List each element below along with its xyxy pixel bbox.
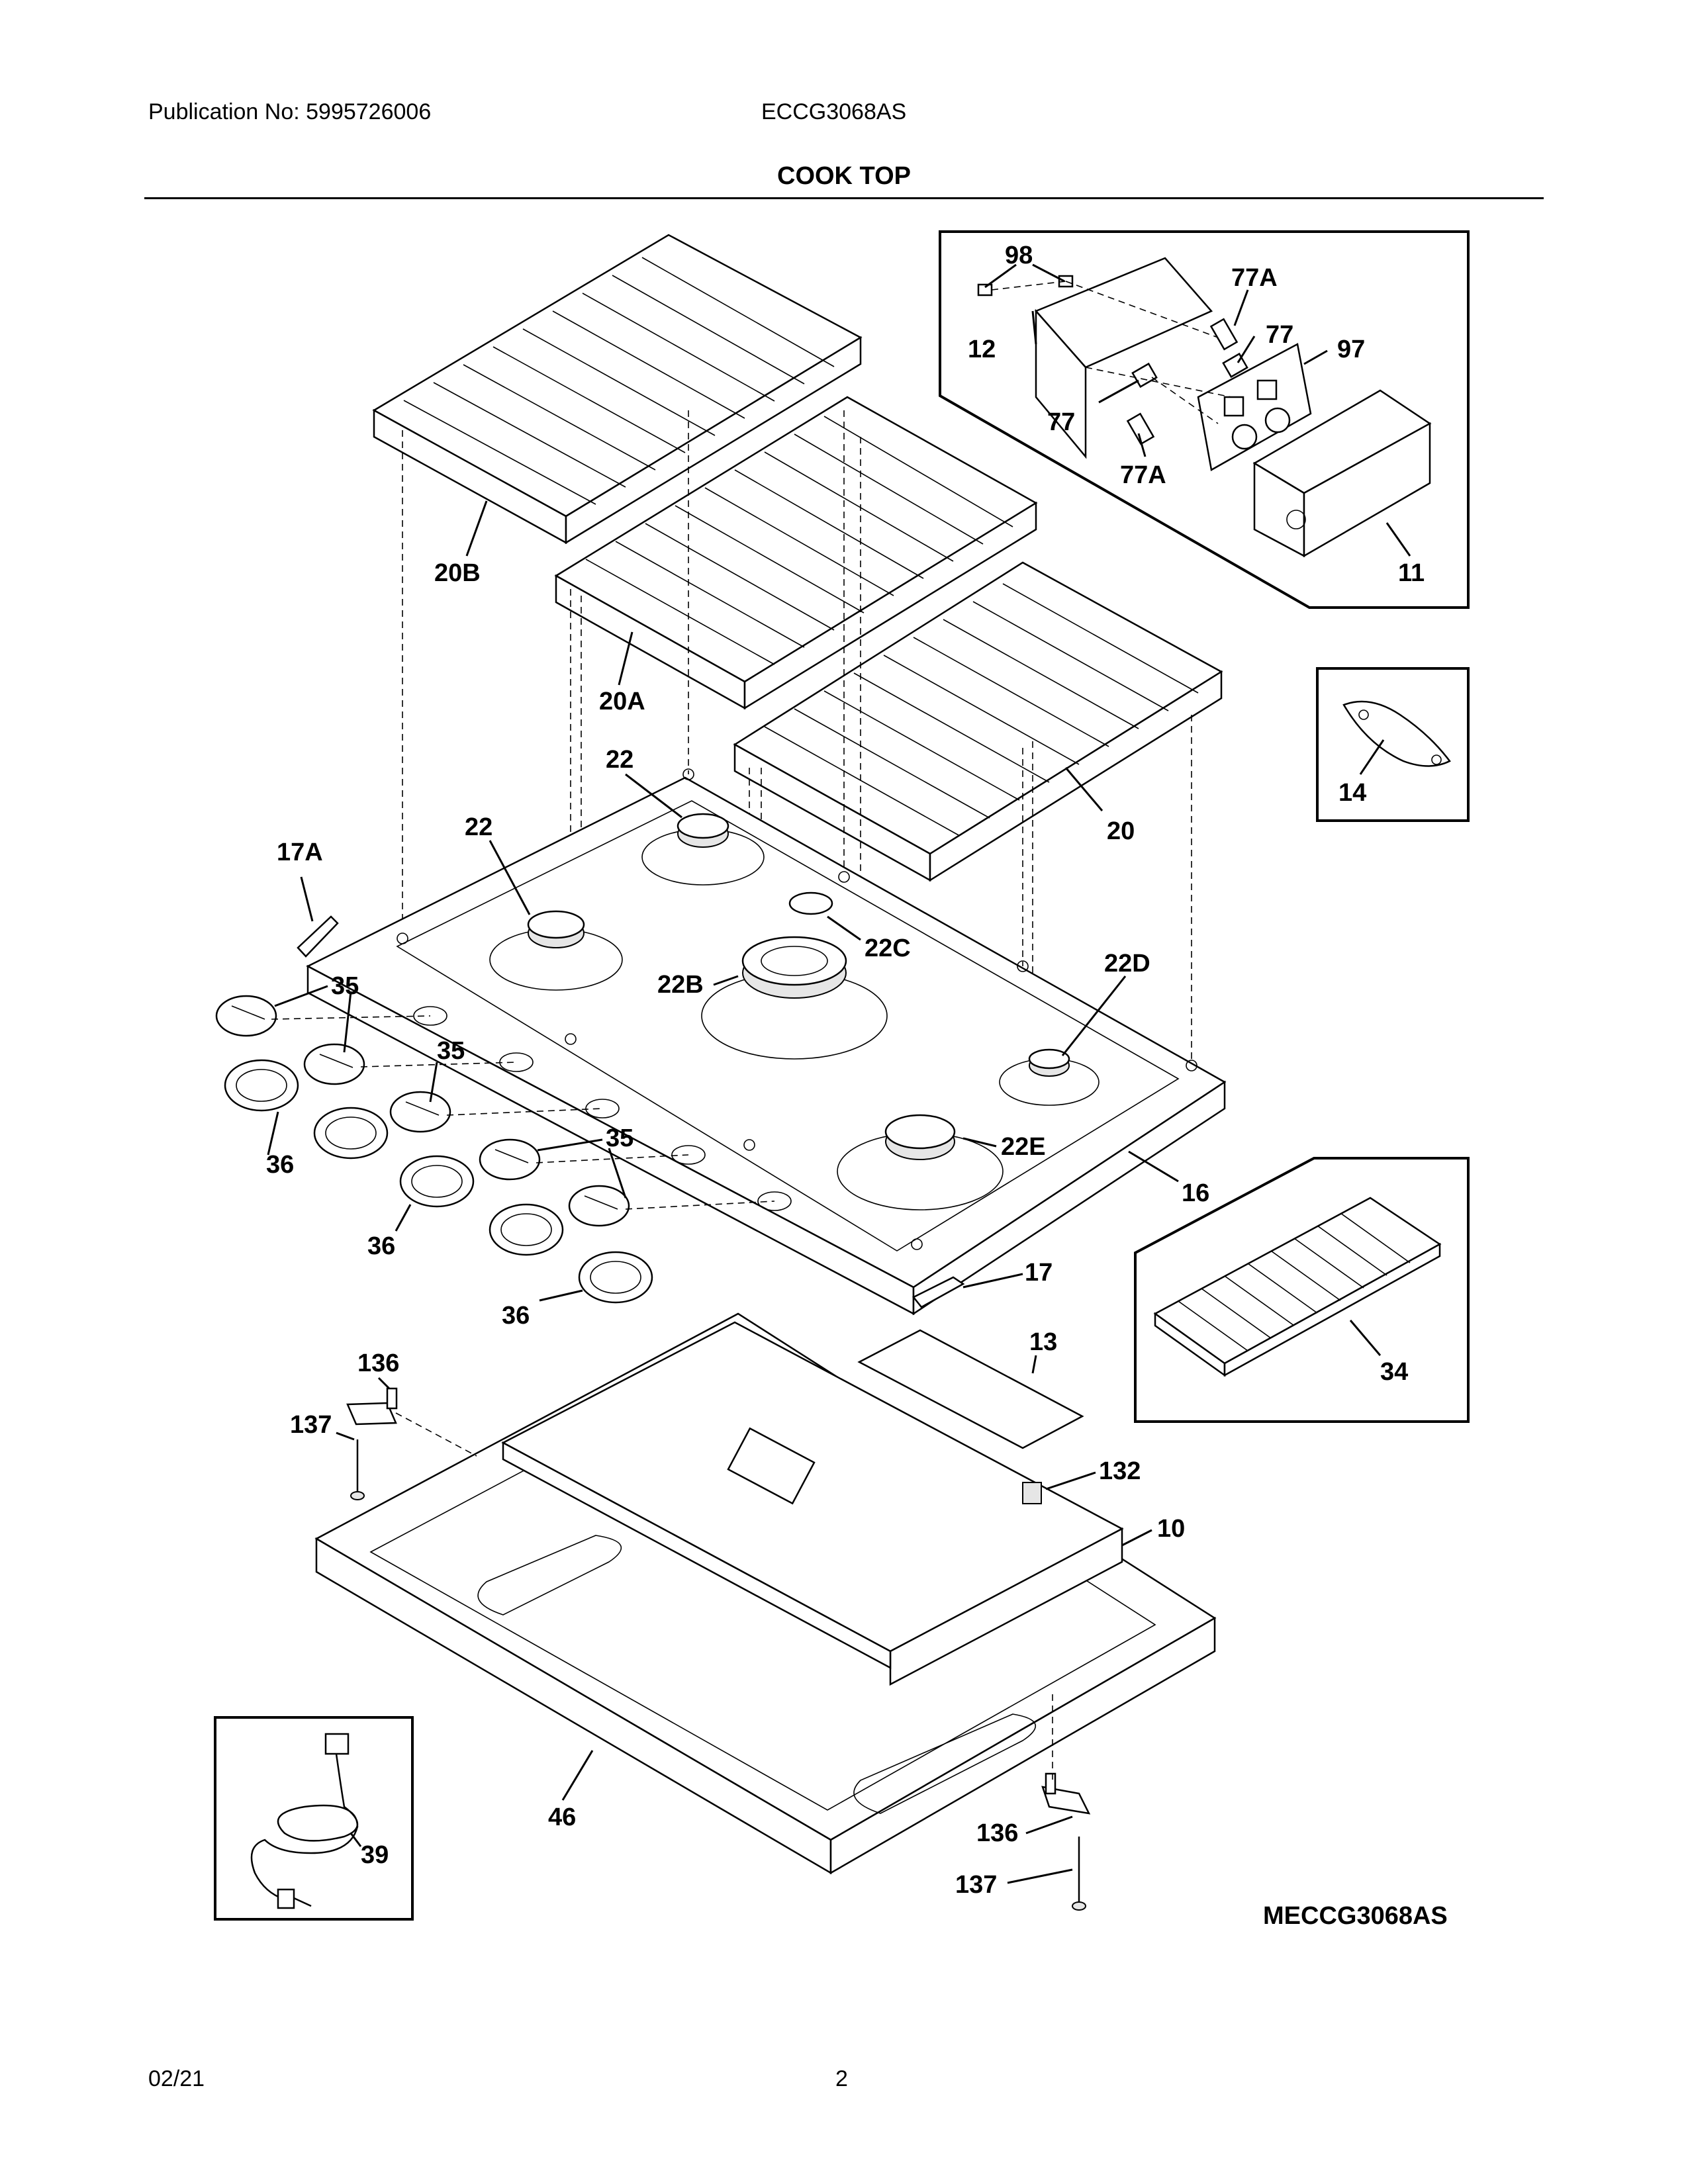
callout-77-right: 77	[1266, 321, 1293, 349]
callout-22b: 22B	[657, 971, 704, 999]
callout-132: 132	[1099, 1457, 1141, 1485]
clip-17	[912, 1276, 965, 1308]
panel-13	[857, 1329, 1084, 1449]
power-cord-39-inset: 39	[214, 1716, 414, 1921]
callout-136-bottom: 136	[976, 1819, 1018, 1847]
callout-136-top: 136	[357, 1349, 399, 1377]
callout-22-left: 22	[465, 813, 492, 841]
callout-98: 98	[1005, 242, 1033, 269]
grate-20	[733, 561, 1223, 882]
callout-77a-bottom: 77A	[1120, 461, 1166, 489]
callout-22e: 22E	[1001, 1133, 1046, 1161]
callout-137-bottom: 137	[955, 1871, 997, 1899]
callout-34: 34	[1380, 1358, 1408, 1386]
callout-35-c: 35	[606, 1124, 633, 1152]
callout-36-a: 36	[266, 1151, 294, 1179]
callout-12: 12	[968, 336, 996, 363]
callout-20: 20	[1107, 817, 1135, 845]
model-number: ECCG3068AS	[761, 99, 907, 124]
burner-22-left	[489, 910, 623, 991]
callout-17a: 17A	[277, 839, 323, 866]
callout-17: 17	[1025, 1259, 1053, 1287]
clip-17a	[297, 915, 339, 958]
cooktop-16	[306, 768, 1227, 1316]
burner-22e	[837, 1114, 1004, 1210]
drawing-id: MECCG3068AS	[1263, 1902, 1448, 1930]
callout-97: 97	[1337, 336, 1365, 363]
burner-bracket-10	[501, 1321, 1124, 1686]
grommet-132	[1022, 1482, 1042, 1504]
callout-35-a: 35	[331, 972, 359, 1000]
callout-20a: 20A	[599, 688, 645, 715]
callout-35-b: 35	[437, 1037, 465, 1065]
grate-20b	[372, 234, 863, 545]
knobs-and-bezels	[215, 995, 775, 1304]
grate-20a	[554, 396, 1038, 710]
screw-137-top	[350, 1439, 365, 1500]
screw-137-bottom	[1072, 1837, 1086, 1911]
callout-13: 13	[1029, 1328, 1057, 1356]
page-number: 2	[835, 2066, 848, 2091]
callout-22c: 22C	[865, 934, 911, 962]
burner-22b	[701, 936, 888, 1060]
callout-39: 39	[361, 1841, 389, 1869]
callout-77-left: 77	[1047, 408, 1075, 436]
section-title: COOK TOP	[777, 162, 911, 190]
publication-date: 02/21	[148, 2066, 205, 2091]
callout-77a-top: 77A	[1231, 264, 1278, 292]
callout-22d: 22D	[1104, 950, 1150, 978]
griddle-34-inset: 34	[1134, 1157, 1470, 1423]
burner-22-top	[641, 813, 765, 886]
part-14-inset: 14	[1316, 667, 1470, 822]
valve-assembly-inset: 98 77A 12 77 97 77 77A 11	[939, 230, 1470, 609]
callout-16: 16	[1182, 1179, 1209, 1207]
bracket-136-bottom	[1041, 1772, 1091, 1815]
burner-22d	[999, 1048, 1100, 1106]
bracket-136-top	[346, 1387, 398, 1426]
callout-36-c: 36	[502, 1302, 530, 1330]
cap-22c	[788, 891, 833, 915]
callout-20b: 20B	[434, 559, 481, 587]
publication-number: Publication No: 5995726006	[148, 99, 432, 124]
callout-137-top: 137	[290, 1411, 332, 1439]
callout-46: 46	[548, 1803, 576, 1831]
callout-14: 14	[1338, 779, 1366, 807]
header-rule	[144, 197, 1544, 199]
callout-10: 10	[1157, 1515, 1185, 1543]
callout-36-b: 36	[367, 1232, 395, 1260]
callout-22-top: 22	[606, 746, 633, 774]
callout-11: 11	[1398, 559, 1425, 587]
